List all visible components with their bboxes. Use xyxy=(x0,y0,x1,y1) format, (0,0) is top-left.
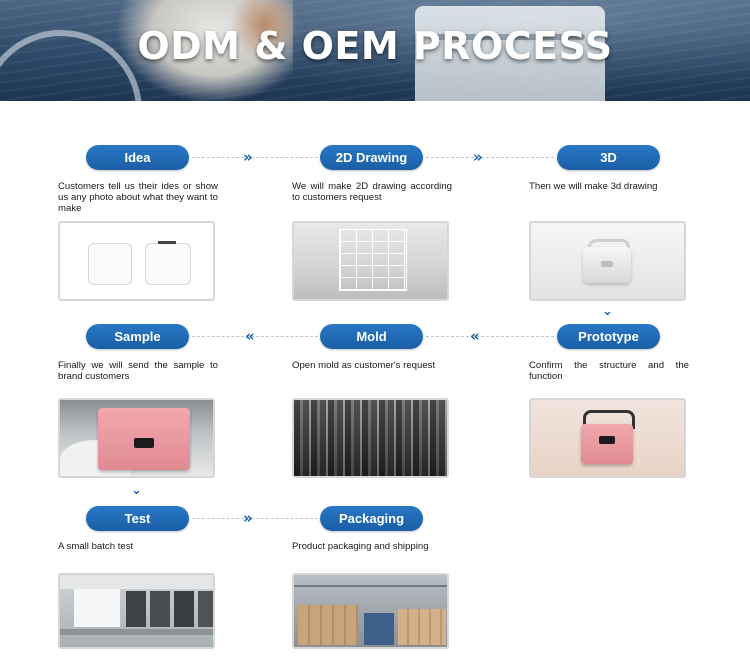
idea-sketch-image xyxy=(58,221,215,301)
step-pill-idea: Idea xyxy=(86,145,189,170)
arrow-right-icon: » xyxy=(243,509,252,527)
step-pill-mold: Mold xyxy=(320,324,423,349)
page-title: ODM & OEM PROCESS xyxy=(137,24,613,68)
3d-model-image xyxy=(529,221,686,301)
header-banner: ODM & OEM PROCESS xyxy=(0,0,750,101)
batch-test-image xyxy=(58,573,215,649)
step-desc-3d: Then we will make 3d drawing xyxy=(529,181,658,192)
step-pill-prototype: Prototype xyxy=(557,324,660,349)
step-desc-packaging: Product packaging and shipping xyxy=(292,541,429,552)
step-desc-prototype: Confirm the structure and the function xyxy=(529,360,689,382)
connector-line xyxy=(192,336,318,337)
step-pill-test: Test xyxy=(86,506,189,531)
step-desc-2d-drawing: We will make 2D drawing according to cus… xyxy=(292,181,452,203)
connector-line xyxy=(426,157,554,158)
connector-line xyxy=(426,336,554,337)
arrow-left-icon: « xyxy=(245,327,254,345)
step-pill-2d-drawing: 2D Drawing xyxy=(320,145,423,170)
prototype-image xyxy=(529,398,686,478)
arrow-right-icon: » xyxy=(243,148,252,166)
arrow-down-icon: ⌄ xyxy=(131,483,142,498)
step-pill-3d: 3D xyxy=(557,145,660,170)
arm-image xyxy=(230,0,300,60)
step-pill-sample: Sample xyxy=(86,324,189,349)
mold-machine-image xyxy=(292,398,449,478)
sample-image xyxy=(58,398,215,478)
arrow-left-icon: « xyxy=(470,327,479,345)
step-desc-idea: Customers tell us their ides or show us … xyxy=(58,181,218,214)
arrow-down-icon: ⌄ xyxy=(602,304,613,319)
connector-line xyxy=(192,518,318,519)
step-desc-mold: Open mold as customer's request xyxy=(292,360,436,371)
step-pill-packaging: Packaging xyxy=(320,506,423,531)
warehouse-image xyxy=(292,573,449,649)
step-desc-test: A small batch test xyxy=(58,541,134,552)
2d-drawing-image xyxy=(292,221,449,301)
cooler-image xyxy=(415,6,605,101)
step-desc-sample: Finally we will send the sample to brand… xyxy=(58,360,218,382)
arrow-right-icon: » xyxy=(473,148,482,166)
connector-line xyxy=(192,157,318,158)
